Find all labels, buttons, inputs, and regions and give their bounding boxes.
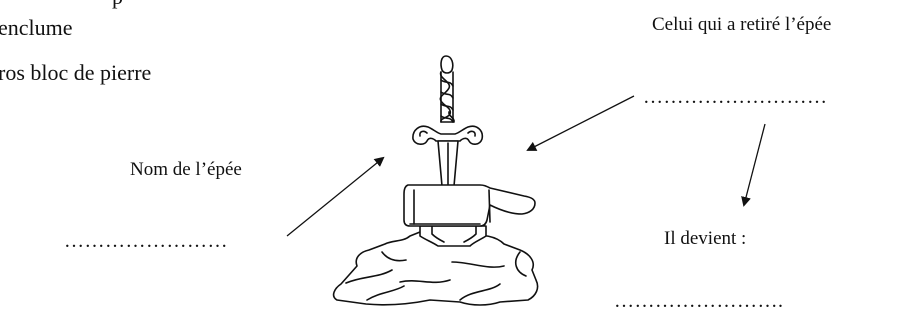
arrow-down-to-becomes <box>744 124 765 205</box>
sword-pommel <box>441 56 453 73</box>
anvil <box>404 185 535 226</box>
sword-in-stone-drawing <box>334 56 538 305</box>
arrow-to-sword <box>528 96 634 150</box>
arrow-to-sword-name <box>287 158 383 236</box>
